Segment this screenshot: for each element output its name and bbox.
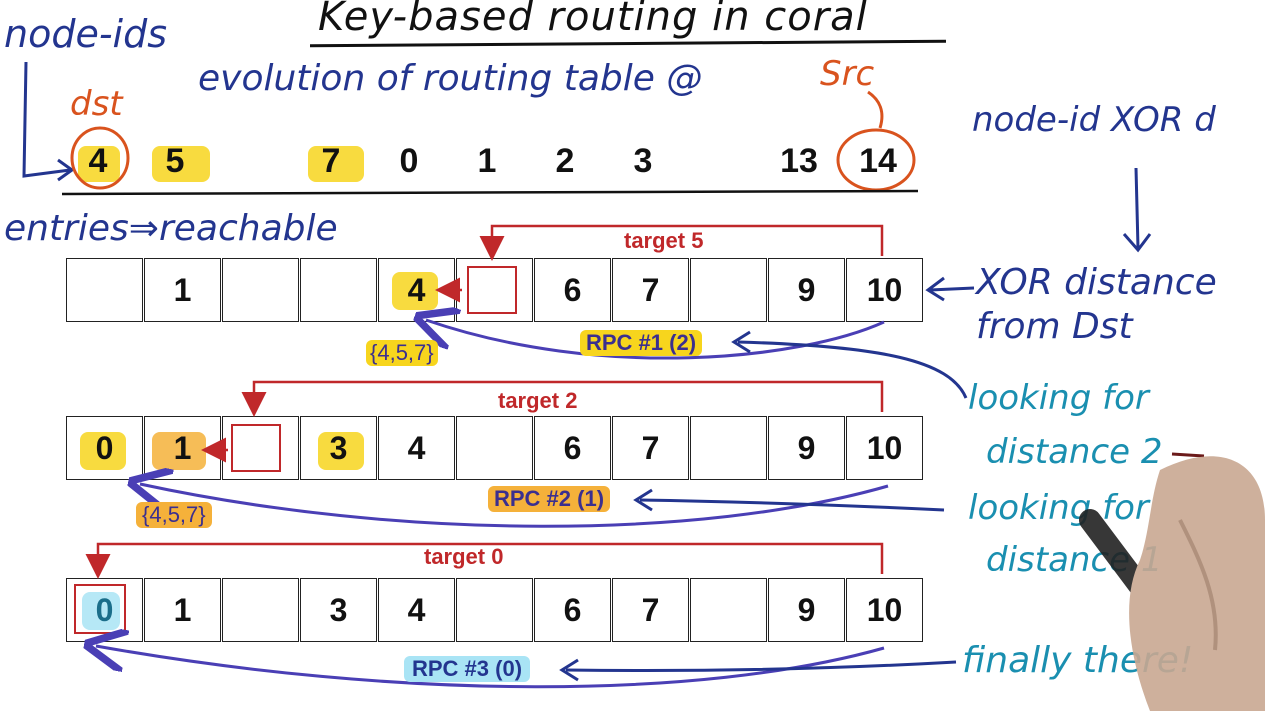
xor-note-label: node-id XOR d xyxy=(972,100,1216,140)
table-cell xyxy=(66,258,143,322)
table-cell xyxy=(456,578,533,642)
node-id: 7 xyxy=(321,142,341,180)
rpc-label: RPC #3 (0) xyxy=(404,656,531,682)
target-box xyxy=(231,424,281,472)
table-cell xyxy=(690,258,767,322)
node-ids-bracket xyxy=(22,61,71,178)
table-cell xyxy=(222,578,299,642)
table-cell: 9 xyxy=(768,578,845,642)
table-cell xyxy=(300,258,377,322)
table-cell: 10 xyxy=(846,258,923,322)
table-cell: 0 xyxy=(66,416,143,480)
node-id: 13 xyxy=(780,142,818,180)
node-id: 5 xyxy=(165,142,185,180)
node-ids-label: node-ids xyxy=(4,12,168,56)
table-cell: 1 xyxy=(144,578,221,642)
evolution-label: evolution of routing table @ xyxy=(198,58,703,99)
looking-distance-2-label-b: distance 2 xyxy=(986,432,1163,472)
target-label: target 0 xyxy=(424,544,504,569)
node-highlight-5 xyxy=(152,146,210,182)
table-cell: 7 xyxy=(612,258,689,322)
cell-highlight xyxy=(80,432,126,470)
hand-with-marker xyxy=(1079,456,1265,711)
table-cell: 7 xyxy=(612,416,689,480)
table-cell: 4 xyxy=(378,578,455,642)
table-cell: 3 xyxy=(300,416,377,480)
node-id: 14 xyxy=(859,142,897,180)
dst-label: dst xyxy=(70,84,123,124)
table-cell: 4 xyxy=(378,416,455,480)
table-cell: 10 xyxy=(846,416,923,480)
table-cell: 6 xyxy=(534,416,611,480)
entries-label: entries⇒reachable xyxy=(4,208,338,249)
cell-highlight xyxy=(318,432,364,470)
node-id: 1 xyxy=(477,142,497,180)
looking-distance-1-label: looking for xyxy=(968,488,1149,528)
table-cell: 6 xyxy=(534,578,611,642)
table-cell: 7 xyxy=(612,578,689,642)
xor-distance-label: XOR distance xyxy=(976,262,1217,303)
rpc-label: RPC #2 (1) xyxy=(488,486,611,512)
looking-distance-2-label: looking for xyxy=(968,378,1149,418)
node-id: 2 xyxy=(555,142,575,180)
target-label: target 2 xyxy=(498,388,578,413)
table-cell: 10 xyxy=(846,578,923,642)
node-highlight-4 xyxy=(78,146,120,182)
node-id: 3 xyxy=(633,142,653,180)
node-id: 4 xyxy=(88,142,108,180)
node-id: 0 xyxy=(399,142,419,180)
cell-highlight xyxy=(152,432,206,470)
dst-circle xyxy=(70,126,130,190)
target-box xyxy=(467,266,517,314)
reachable-set-label: {4,5,7} xyxy=(366,340,438,366)
page-title: Key-based routing in coral xyxy=(318,0,868,40)
table-cell xyxy=(690,578,767,642)
cell-highlight xyxy=(392,272,438,310)
table-cell: 1 xyxy=(144,258,221,322)
table-cell: 6 xyxy=(534,258,611,322)
table-cell xyxy=(690,416,767,480)
src-circle xyxy=(836,128,916,192)
table-cell: 9 xyxy=(768,258,845,322)
table-cell xyxy=(222,258,299,322)
table-cell: 3 xyxy=(300,578,377,642)
table-cell: 9 xyxy=(768,416,845,480)
table-cell xyxy=(456,416,533,480)
rpc-label: RPC #1 (2) xyxy=(580,330,703,356)
reachable-set-label: {4,5,7} xyxy=(136,502,212,528)
target-label: target 5 xyxy=(624,228,704,253)
node-highlight-7 xyxy=(308,146,364,182)
cell-highlight xyxy=(82,592,120,630)
from-dst-label: from Dst xyxy=(976,306,1133,347)
src-label: Src xyxy=(820,54,875,94)
